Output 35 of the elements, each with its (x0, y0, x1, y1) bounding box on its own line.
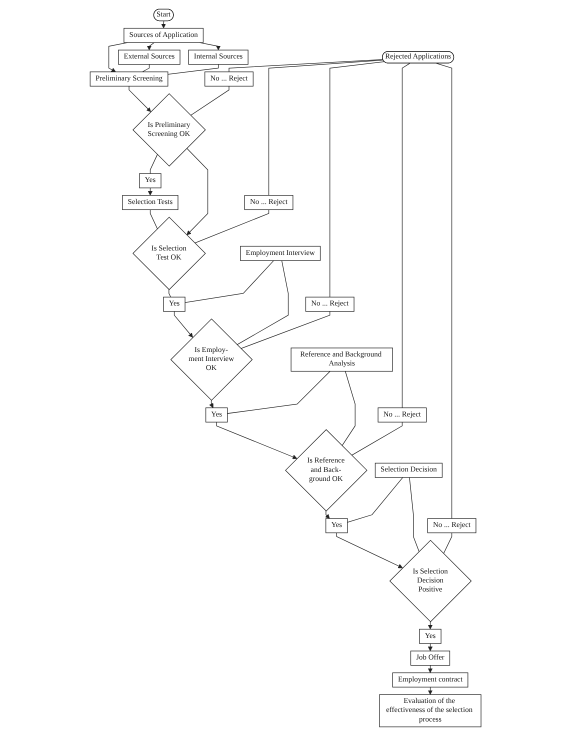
arrow (174, 311, 193, 338)
connector (168, 289, 171, 298)
connector (240, 311, 330, 349)
arrow (146, 42, 154, 50)
arrow (209, 400, 214, 408)
connector (142, 64, 150, 72)
connector (342, 370, 356, 446)
arrow (428, 686, 433, 695)
connector (351, 422, 402, 456)
connector (436, 63, 452, 519)
arrow (324, 510, 330, 519)
connector (168, 64, 219, 75)
arrow (186, 148, 208, 236)
connector (190, 86, 230, 116)
connector (236, 260, 288, 346)
connector (268, 60, 384, 196)
arrow (161, 20, 166, 28)
connector (194, 209, 270, 244)
connector (184, 260, 274, 303)
connector (443, 532, 452, 554)
connector (150, 209, 158, 230)
connector (409, 477, 420, 552)
arrow (128, 86, 151, 112)
connector (228, 59, 384, 72)
arrow (428, 665, 433, 673)
arrow (148, 188, 152, 196)
arrow (336, 532, 403, 568)
arrow (428, 643, 433, 652)
connector (150, 154, 158, 174)
connector (330, 61, 385, 298)
connector (347, 477, 404, 523)
arrow (216, 422, 298, 460)
connector (227, 370, 330, 414)
connector (402, 63, 410, 408)
arrow (428, 621, 433, 630)
